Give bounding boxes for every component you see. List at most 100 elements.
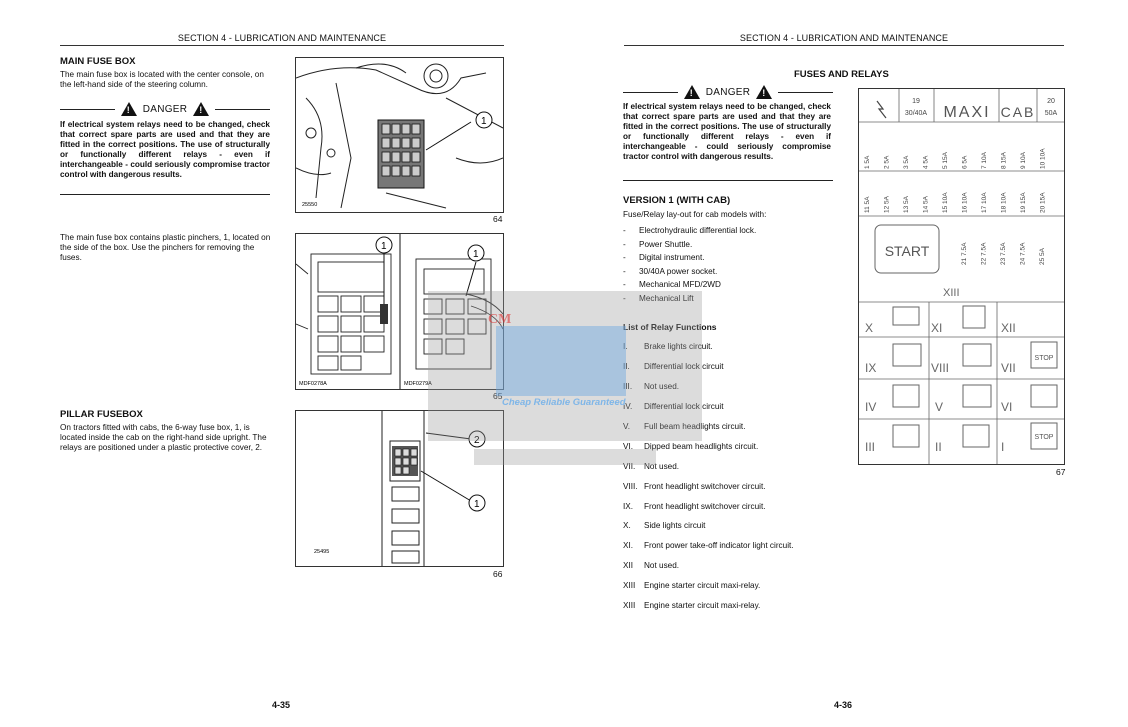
headlight-switch-icon: [962, 343, 992, 367]
relay-vii-label: VII: [1001, 361, 1016, 375]
fuse-label: 17 10A: [981, 192, 988, 213]
fuse-label: 8 15A: [1001, 151, 1008, 169]
relay-v-label: V: [935, 400, 943, 414]
watermark-text: Cheap Reliable Guaranteed: [502, 397, 626, 408]
figure-65-pinchers: 1 1 MDF0278A MDF0279A: [295, 233, 504, 390]
list-item: III.Not used.: [623, 381, 680, 391]
list-item: Mechanical Lift: [623, 292, 833, 306]
main-fuse-box-text: The main fuse box is located with the ce…: [60, 70, 264, 90]
fig65-code-a: MDF0278A: [299, 381, 327, 387]
figure-64-main-fuse-box: 1 25550: [295, 57, 504, 213]
pinchers-text: The main fuse box contains plastic pinch…: [60, 233, 271, 263]
fuse-label: 13 5A: [903, 195, 910, 213]
danger-text: If electrical system relays need to be c…: [623, 102, 831, 161]
fig65-code-b: MDF0279A: [404, 381, 432, 387]
fuse-label: 6 5A: [962, 155, 969, 169]
list-item: IX.Front headlight switchover circuit.: [623, 501, 766, 511]
diff-lock-icon: [962, 424, 990, 448]
side-lights-icon: [892, 306, 920, 326]
headlight-switch-icon: [892, 343, 922, 367]
figure-number: 66: [493, 569, 503, 579]
fuse-label: 4 5A: [923, 155, 930, 169]
fuse-label: 12 5A: [884, 195, 891, 213]
list-item: Digital instrument.: [623, 251, 833, 265]
pillar-fusebox-heading: PILLAR FUSEBOX: [60, 409, 143, 420]
fuse-label: 7 10A: [981, 151, 988, 169]
brake-light-icon: [1030, 422, 1058, 450]
fig66-callout-2: 2: [474, 435, 480, 446]
figure-number: 65: [493, 391, 503, 401]
start-label: START: [885, 243, 930, 259]
fig64-callout: 1: [481, 116, 487, 127]
relay-i-label: I: [1001, 440, 1004, 454]
list-item: Mechanical MFD/2WD: [623, 278, 833, 292]
relay-ii-label: II: [935, 440, 942, 454]
page-number: 4-36: [834, 700, 853, 710]
fuse-19-number: 19: [912, 98, 920, 105]
fuse-label: 11 5A: [864, 196, 871, 213]
pto-icon: [962, 305, 986, 329]
relay-viii-label: VIII: [931, 361, 949, 375]
cab-label: CAB: [1001, 104, 1036, 120]
fuses-and-relays-heading: FUSES AND RELAYS: [794, 69, 889, 80]
danger-label: DANGER: [142, 103, 188, 115]
list-item: Electrohydraulic differential lock.: [623, 224, 833, 238]
warning-triangle-icon: [683, 85, 700, 99]
fuse-label: 15 10A: [942, 192, 949, 213]
fig65-callout-b: 1: [473, 249, 479, 260]
section-header: SECTION 4 - LUBRICATION AND MAINTENANCE: [177, 33, 387, 43]
page-number: 4-35: [272, 700, 291, 710]
fuse-label: 9 10A: [1020, 151, 1027, 169]
right-page: SECTION 4 - LUBRICATION AND MAINTENANCE …: [564, 0, 1128, 727]
fuse-label: 24 7.5A: [1020, 242, 1027, 265]
list-item: VII.Not used.: [623, 461, 680, 471]
stop-label: STOP: [1035, 434, 1054, 441]
figure-number: 64: [493, 214, 503, 224]
power-icon: [876, 100, 887, 119]
section-header: SECTION 4 - LUBRICATION AND MAINTENANCE: [739, 33, 949, 43]
relay-function-list: I.Brake lights circuit. II.Differential …: [623, 337, 853, 616]
stop-label: STOP: [1035, 355, 1054, 362]
fuse-20-rating: 50A: [1045, 110, 1058, 117]
danger-text: If electrical system relays need to be c…: [60, 120, 270, 179]
relay-iii-label: III: [865, 440, 875, 454]
danger-divider: [60, 194, 270, 195]
fuse-20-number: 20: [1047, 98, 1055, 105]
start-relay: [874, 224, 940, 274]
fuse-label: 23 7.5A: [1000, 242, 1007, 265]
diff-lock-icon: [892, 384, 920, 408]
fig66-callout-1: 1: [474, 499, 480, 510]
fuse-label: 19 15A: [1020, 192, 1027, 213]
fuse-label: 3 5A: [903, 155, 910, 169]
fig64-code: 25550: [302, 202, 317, 208]
pillar-fusebox-text: On tractors fitted with cabs, the 6-way …: [60, 423, 267, 453]
list-item: IV.Differential lock circuit: [623, 401, 724, 411]
fig65-callout-a: 1: [381, 241, 387, 252]
relay-xiii-label: XIII: [943, 287, 960, 299]
relay-x-label: X: [865, 321, 873, 335]
header-divider: [624, 45, 1064, 46]
dipped-beam-icon: [1030, 384, 1058, 408]
relay-iv-label: IV: [865, 400, 876, 414]
danger-label: DANGER: [705, 86, 751, 98]
figure-66-pillar-fusebox: 2 1 25495: [295, 410, 504, 567]
fuse-label: 1 5A: [864, 155, 871, 169]
left-page: SECTION 4 - LUBRICATION AND MAINTENANCE …: [0, 0, 564, 727]
full-beam-icon: [962, 384, 992, 408]
diff-lock-icon: [892, 424, 920, 448]
fuse-label: 22 7.5A: [981, 242, 988, 265]
fig66-code: 25495: [314, 549, 329, 555]
relay-vi-label: VI: [1001, 400, 1012, 414]
version1-intro: Fuse/Relay lay-out for cab models with:: [623, 210, 767, 219]
danger-banner: DANGER: [623, 85, 833, 99]
fuse-label: 14 5A: [923, 195, 930, 213]
fuse-label: 20 15A: [1040, 192, 1047, 213]
main-fuse-box-heading: MAIN FUSE BOX: [60, 56, 136, 67]
